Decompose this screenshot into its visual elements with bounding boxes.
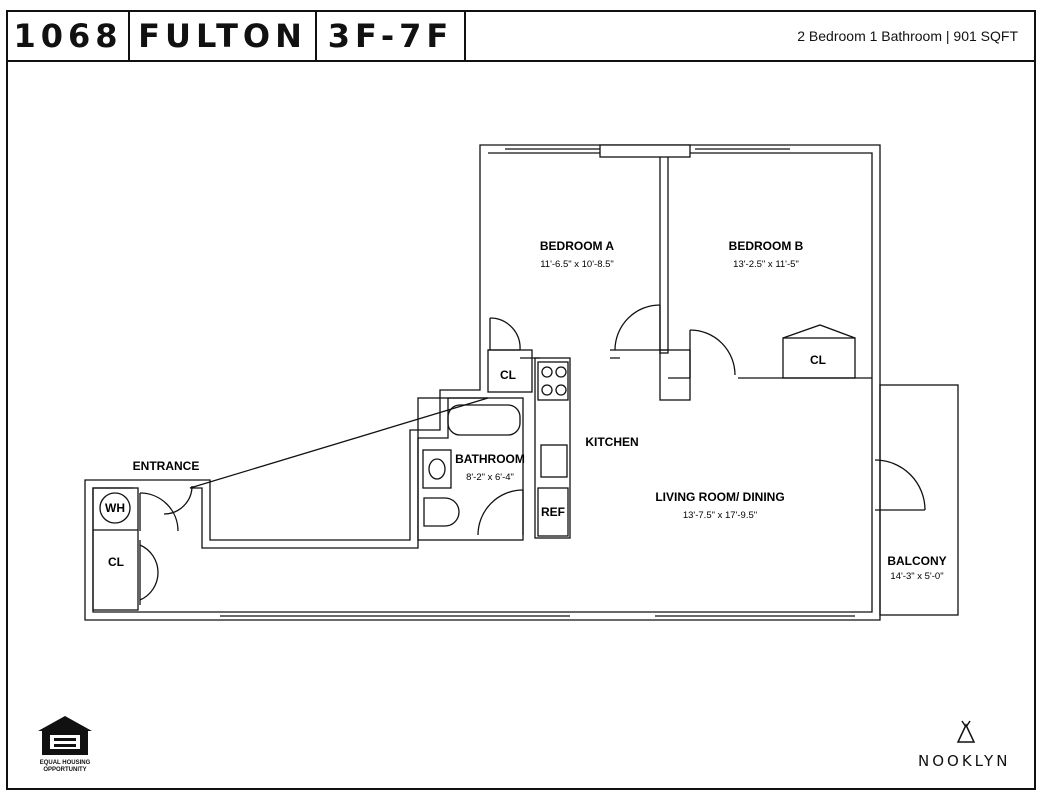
floorplan-frame: 1068 FULTON 3F-7F 2 Bedroom 1 Bathroom |… [6, 10, 1036, 790]
vanity [422, 449, 452, 489]
stove [537, 361, 569, 401]
bedroom-b-label: BEDROOM B [729, 239, 804, 253]
balcony-dims: 14'-3" x 5'-0" [890, 571, 943, 582]
refrigerator-label: REF [541, 505, 565, 519]
street-name: FULTON [130, 12, 317, 60]
bathroom-label: BATHROOM [455, 452, 525, 466]
closet-b [782, 337, 856, 379]
bedroom-a-label: BEDROOM A [540, 239, 615, 253]
balcony-label: BALCONY [887, 554, 946, 568]
living-room-dims: 13'-7.5" x 17'-9.5" [683, 510, 757, 521]
bedroom-divider-wall [659, 152, 669, 354]
bathroom-walls [417, 397, 524, 541]
closet-a-label: CL [500, 368, 516, 382]
outer-wall [84, 144, 881, 621]
kitchen-sink [540, 444, 568, 478]
nooklyn-logo-icon [956, 720, 976, 743]
kitchen-counter [534, 357, 571, 539]
brand-name: NOOKLYN [918, 752, 1011, 770]
bedroom-a-dims: 11'-6.5" x 10'-8.5" [540, 259, 614, 270]
toilet [423, 497, 460, 527]
water-heater [99, 492, 131, 524]
outer-wall-inner [92, 152, 873, 613]
unit-details: 2 Bedroom 1 Bathroom | 901 SQFT [797, 28, 1018, 44]
building-number: 1068 [8, 12, 130, 60]
entry-closet-label: CL [108, 555, 124, 569]
equal-housing-icon [38, 716, 92, 755]
entrance-label: ENTRANCE [133, 459, 200, 473]
equal-housing-text: EQUAL HOUSING OPPORTUNITY [39, 760, 91, 773]
bedroom-b-dims: 13'-2.5" x 11'-5" [733, 259, 799, 270]
closet-a [487, 349, 533, 393]
header-bar: 1068 FULTON 3F-7F 2 Bedroom 1 Bathroom |… [8, 12, 1034, 62]
living-room-label: LIVING ROOM/ DINING [655, 490, 784, 504]
closet-b-label: CL [810, 353, 826, 367]
water-heater-label: WH [105, 501, 125, 515]
refrigerator [537, 487, 569, 537]
entry-closets [92, 487, 139, 611]
unit-range: 3F-7F [317, 12, 466, 60]
bathroom-dims: 8'-2" x 6'-4" [466, 472, 514, 483]
balcony [879, 384, 959, 616]
bathtub [447, 404, 521, 436]
kitchen-label: KITCHEN [585, 435, 638, 449]
